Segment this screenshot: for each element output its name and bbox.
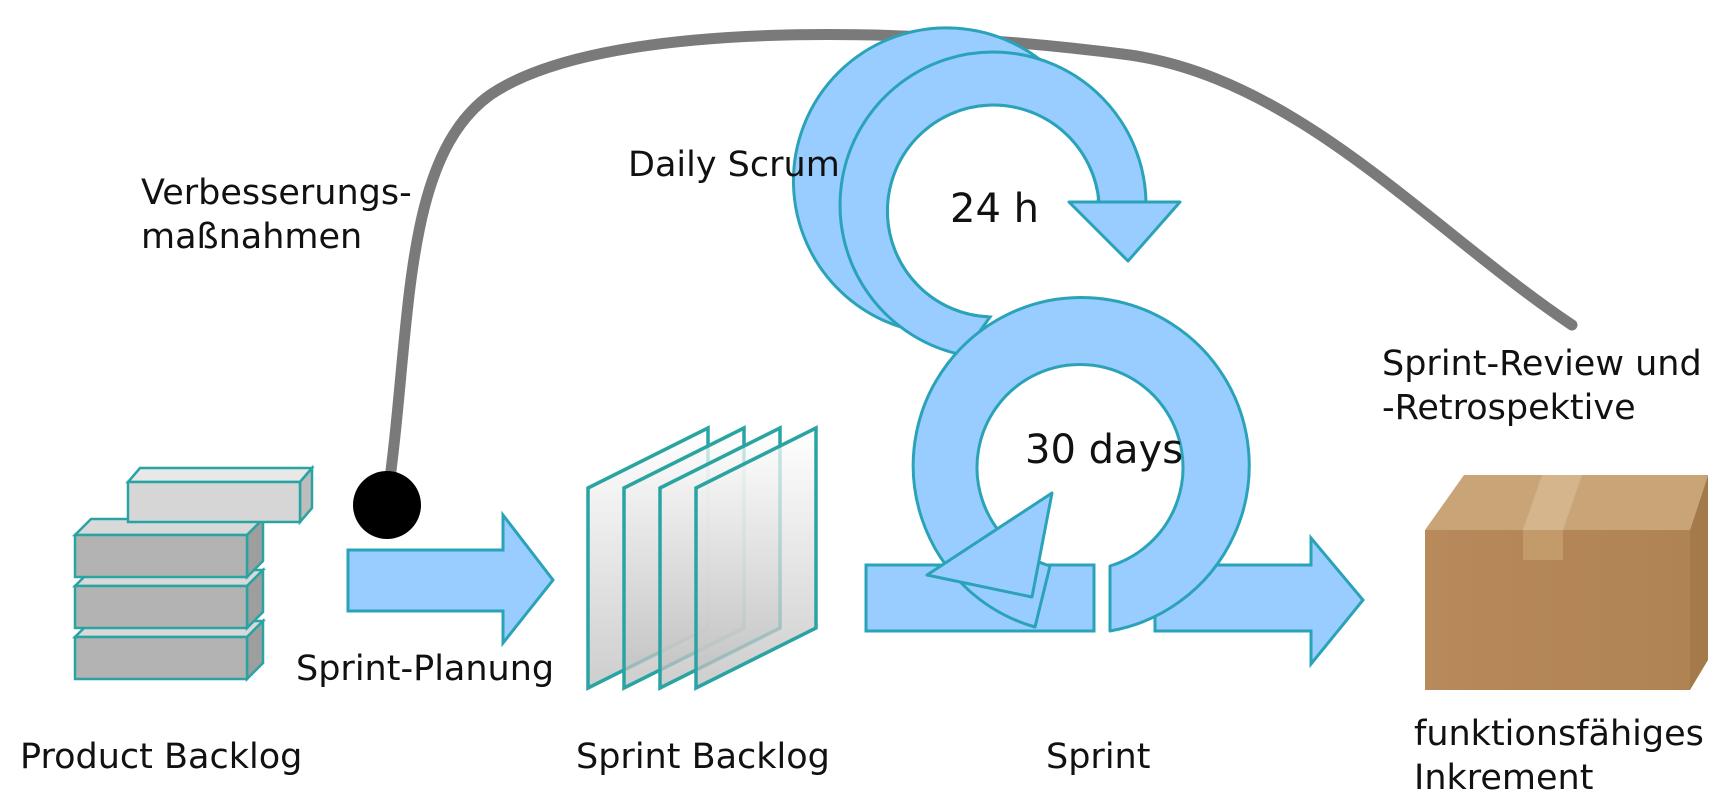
sprint-loop-arrowhead	[925, 491, 1054, 599]
sprint-planning-arrow	[346, 510, 555, 648]
label-30-days: 30 days	[1025, 427, 1184, 473]
label-daily-scrum: Daily Scrum	[628, 145, 840, 185]
label-sprint-planning: Sprint-Planung	[296, 649, 555, 689]
label-product-backlog: Product Backlog	[20, 737, 303, 777]
increment-box-icon	[1425, 475, 1708, 690]
label-increment-line1: funktionsfähiges	[1414, 714, 1704, 754]
daily-scrum-loop-body	[838, 50, 1148, 357]
sprint-backlog-icon	[586, 425, 818, 691]
label-increment-line2: Inkrement	[1414, 757, 1594, 798]
label-review-line2: -Retrospektive	[1382, 387, 1636, 428]
feedback-loop-line	[381, 29, 1578, 506]
label-sprint: Sprint	[1046, 737, 1151, 777]
label-review-retrospective: Sprint-Review und -Retrospektive	[1382, 343, 1702, 431]
label-improvements-line2: maßnahmen	[141, 216, 363, 257]
label-increment: funktionsfähiges Inkrement	[1414, 713, 1704, 801]
label-improvements: Verbesserungs- maßnahmen	[141, 172, 412, 260]
label-improvements-line1: Verbesserungs-	[141, 173, 412, 213]
label-sprint-backlog: Sprint Backlog	[576, 737, 830, 777]
label-review-line1: Sprint-Review und	[1382, 344, 1702, 384]
feedback-start-dot	[353, 471, 421, 539]
label-24h: 24 h	[950, 186, 1039, 232]
product-backlog-icon	[71, 464, 315, 683]
